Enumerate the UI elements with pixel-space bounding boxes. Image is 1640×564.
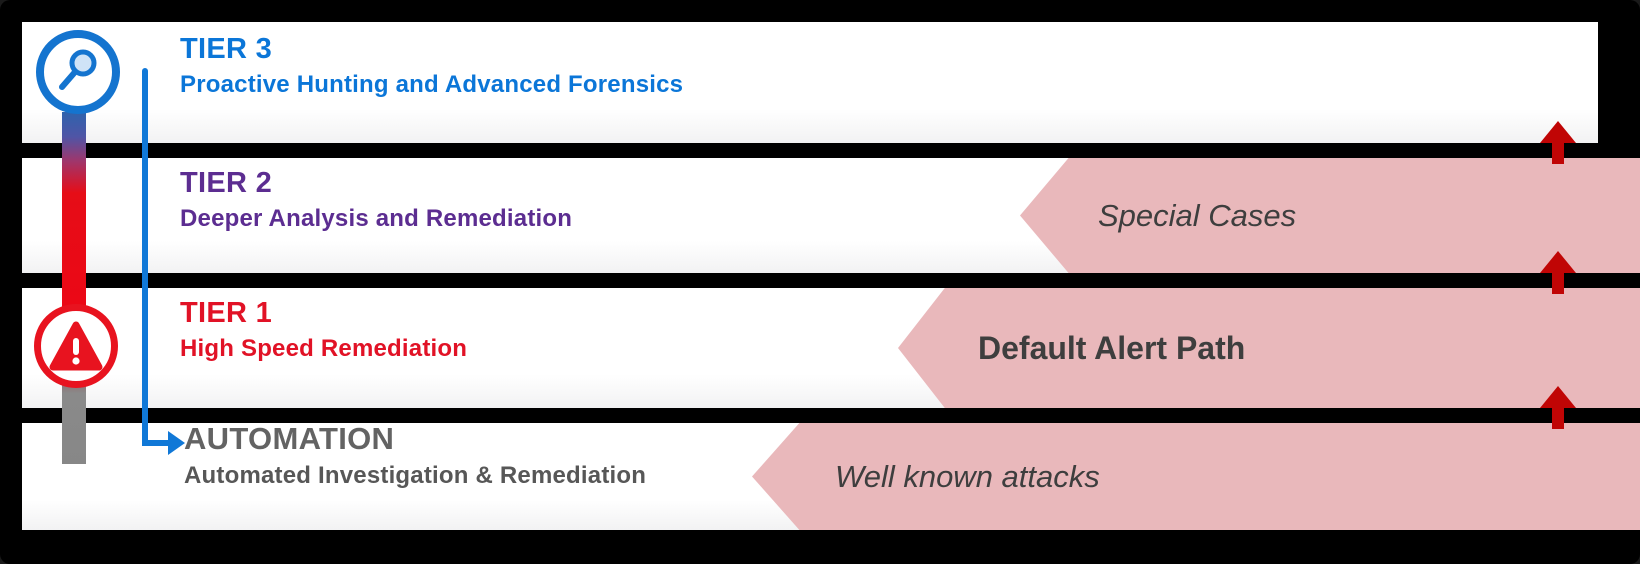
tier1-title: TIER 1	[180, 297, 273, 329]
automation-description: Automated Investigation & Remediation	[184, 461, 647, 489]
escalation-up-arrow-icon	[1540, 251, 1576, 294]
well-known-attacks-label: Well known attacks	[835, 458, 1100, 494]
magnifier-icon	[59, 49, 97, 90]
automation-text: AUTOMATION Automated Investigation & Rem…	[184, 421, 646, 489]
warning-icon	[49, 321, 103, 371]
well-known-attacks-chevron: Well known attacks	[752, 423, 1640, 530]
escalation-up-arrow-icon	[1540, 121, 1576, 164]
arrow-stem	[1552, 407, 1564, 429]
tier3-description: Proactive Hunting and Advanced Forensics	[180, 71, 684, 99]
automation-title: AUTOMATION	[184, 421, 395, 456]
tier1-text: TIER 1 High Speed Remediation	[180, 297, 467, 363]
connector-arrow-icon	[168, 431, 185, 455]
tier1-description: High Speed Remediation	[180, 335, 468, 363]
tier2-description: Deeper Analysis and Remediation	[180, 205, 573, 233]
severity-gradient-bar	[62, 112, 86, 464]
alert-circle-badge	[34, 304, 118, 388]
hunting-circle-badge	[36, 30, 120, 114]
arrow-head	[1540, 251, 1576, 273]
tier2-title: TIER 2	[180, 167, 273, 199]
tier2-text: TIER 2 Deeper Analysis and Remediation	[180, 167, 572, 233]
arrow-head	[1540, 121, 1576, 143]
arrow-stem	[1552, 272, 1564, 294]
special-cases-chevron: Special Cases	[1020, 158, 1640, 273]
special-cases-label: Special Cases	[1098, 197, 1297, 233]
tier3-text: TIER 3 Proactive Hunting and Advanced Fo…	[180, 33, 683, 99]
escalation-up-arrow-icon	[1540, 386, 1576, 429]
connector-horizontal-line	[142, 440, 170, 446]
default-alert-path-label: Default Alert Path	[978, 329, 1246, 366]
connector-vertical-line	[142, 68, 148, 446]
tier3-row	[22, 22, 1598, 143]
tier3-title: TIER 3	[180, 33, 273, 65]
default-alert-path-chevron: Default Alert Path	[898, 288, 1640, 408]
arrow-stem	[1552, 142, 1564, 164]
arrow-head	[1540, 386, 1576, 408]
